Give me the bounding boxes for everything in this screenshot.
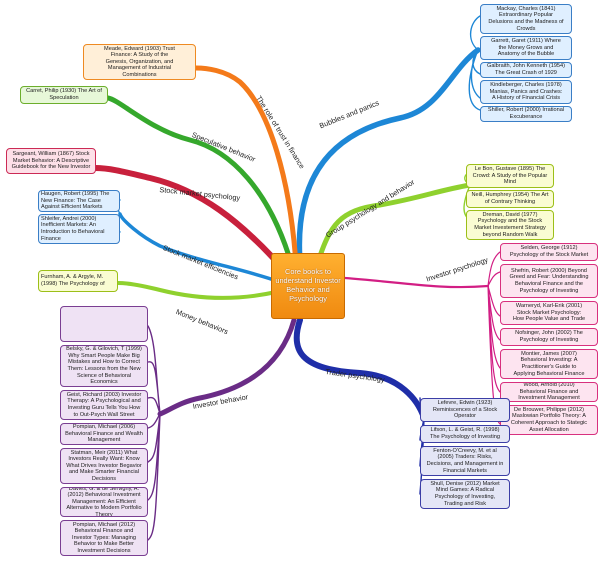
- book-kindleberger[interactable]: Kindleberger, Charles (1978) Manias, Pan…: [480, 80, 572, 104]
- book-lifson[interactable]: Lifson, L. & Geist, R. (1998) The Psycho…: [420, 425, 510, 443]
- book-meade[interactable]: Meade, Edward (1903) Trust Finance: A St…: [83, 44, 196, 80]
- branch-trader: [293, 317, 427, 421]
- book-galbraith[interactable]: Galbraith, John Kenneth (1954) The Great…: [480, 62, 572, 78]
- book-neill[interactable]: Neill, Humphrey (1954) The Art of Contra…: [466, 190, 554, 208]
- book-carret[interactable]: Carret, Philip (1930) The Art of Specula…: [20, 86, 108, 104]
- book-mackay[interactable]: Mackay, Charles (1841) Extraordinary Pop…: [480, 4, 572, 34]
- book-wood[interactable]: Wood, Arnold (2010) Behavioral Finance a…: [500, 382, 598, 402]
- book-sargeant[interactable]: Sargeant, William (1867) Stock Market Be…: [6, 148, 96, 174]
- book-pompian-2006[interactable]: Pompian, Michael (2006) Behavioral Finan…: [60, 423, 148, 445]
- branch-efficiencies: [118, 212, 282, 284]
- book-debrouwer[interactable]: De Brouwer, Philippe (2012) Maslowian Po…: [500, 405, 598, 435]
- central-topic[interactable]: Core books to understand Investor Behavi…: [271, 253, 345, 319]
- book-pompian-2012[interactable]: Pompian, Michael (2012) Behavioral Finan…: [60, 520, 148, 556]
- book-selden[interactable]: Selden, George (1912) Psychology of the …: [500, 243, 598, 261]
- book-shleifer[interactable]: Shleifer, Andrei (2000) Inefficient Mark…: [38, 214, 120, 244]
- book-garrett[interactable]: Garrett, Garet (1911) Where the Money Gr…: [480, 36, 572, 60]
- twig-investor-psych: [487, 251, 501, 425]
- branch-bubbles: [296, 47, 481, 265]
- book-applemen[interactable]: [60, 306, 148, 342]
- book-lebon[interactable]: Le Bon, Gustave (1895) The Crowd: A Stud…: [466, 164, 554, 188]
- book-shefrin[interactable]: Shefrin, Robert (2000) Beyond Greed and …: [500, 264, 598, 298]
- branch-investor-psych: [343, 276, 490, 289]
- book-nofsinger[interactable]: Nofsinger, John (2002) The Psychology of…: [500, 328, 598, 346]
- book-haugen[interactable]: Haugen, Robert (1995) The New Finance: T…: [38, 190, 120, 212]
- book-fenton[interactable]: Fenton-O'Creevy, M. et al (2005) Traders…: [420, 446, 510, 476]
- book-montier[interactable]: Montier, James (2007) Behavioral Investi…: [500, 349, 598, 379]
- book-belsky[interactable]: Belsky, G. & Gilovich, T (1999) Why Smar…: [60, 345, 148, 387]
- book-davies[interactable]: Davies, G. & de Servigny, A. (2012) Beha…: [60, 487, 148, 517]
- book-lefevre[interactable]: Lefevre, Edwin (1923) Reminiscences of a…: [420, 398, 510, 422]
- book-dreman[interactable]: Dreman, David (1977) Psychology and the …: [466, 210, 554, 240]
- book-shull[interactable]: Shull, Denise (2012) Market Mind Games: …: [420, 479, 510, 509]
- branch-money: [116, 281, 278, 300]
- branch-speculative: [105, 95, 295, 269]
- book-statman[interactable]: Statman, Meir (2011) What Investors Real…: [60, 448, 148, 484]
- twig-investor-behavior: [147, 325, 161, 541]
- book-warneryd[interactable]: Warneryd, Karl-Erik (2001) Stock Market …: [500, 301, 598, 325]
- branch-group: [315, 182, 473, 265]
- branch-history: [193, 65, 299, 267]
- book-furnham[interactable]: Furnham, A. & Argyle, M. (1998) The Psyc…: [38, 270, 118, 292]
- twig-bubbles: [468, 15, 481, 111]
- branch-stock-psych: [92, 165, 289, 275]
- book-geist[interactable]: Geist, Richard (2003) Investor Therapy: …: [60, 390, 148, 420]
- branch-investor-behavior: [157, 317, 297, 417]
- book-shiller[interactable]: Shiller, Robert (2000) Irrational Excube…: [480, 106, 572, 122]
